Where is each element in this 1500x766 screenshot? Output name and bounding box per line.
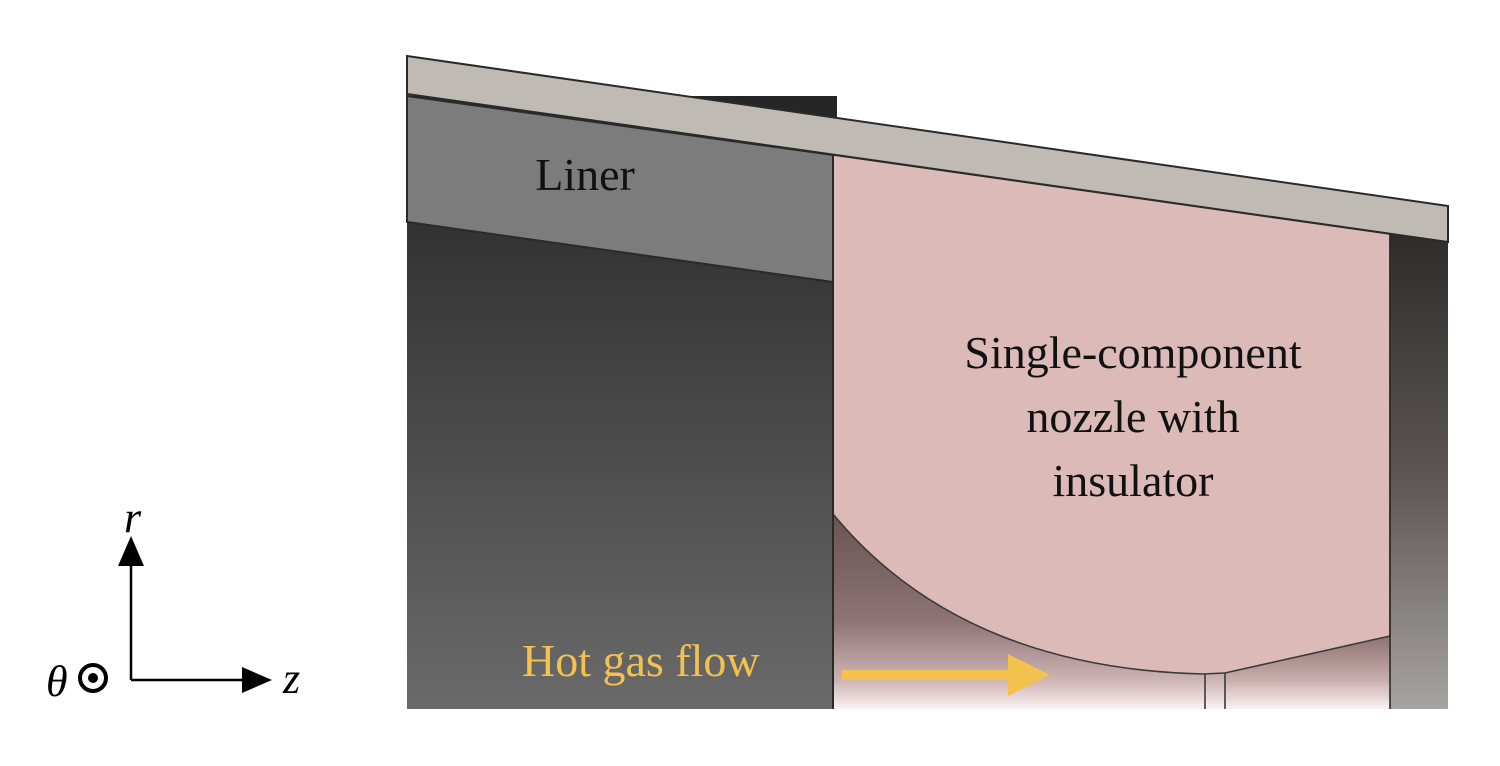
- r-axis-label: r: [124, 493, 142, 542]
- throat-region: [833, 514, 1390, 709]
- circled-dot-icon: [78, 663, 108, 693]
- hot-gas-flow-label: Hot gas flow: [522, 635, 760, 686]
- coordinate-axes: [78, 536, 272, 693]
- liner-label: Liner: [535, 149, 635, 200]
- outer-casing: [406, 54, 1449, 244]
- arrow-right-icon: [842, 654, 1050, 696]
- nozzle-label-line-3: insulator: [1053, 455, 1214, 506]
- nozzle-insulator: [832, 154, 1391, 675]
- theta-axis-label: θ: [46, 657, 68, 706]
- z-axis-arrow-icon: [242, 667, 272, 693]
- r-axis-arrow-icon: [118, 536, 144, 566]
- nozzle-label-line-1: Single-component: [964, 327, 1301, 378]
- end-wall: [1390, 234, 1448, 709]
- nozzle-label-line-2: nozzle with: [1026, 391, 1239, 442]
- divergent-section: [1225, 636, 1390, 709]
- z-axis-label: z: [282, 654, 300, 703]
